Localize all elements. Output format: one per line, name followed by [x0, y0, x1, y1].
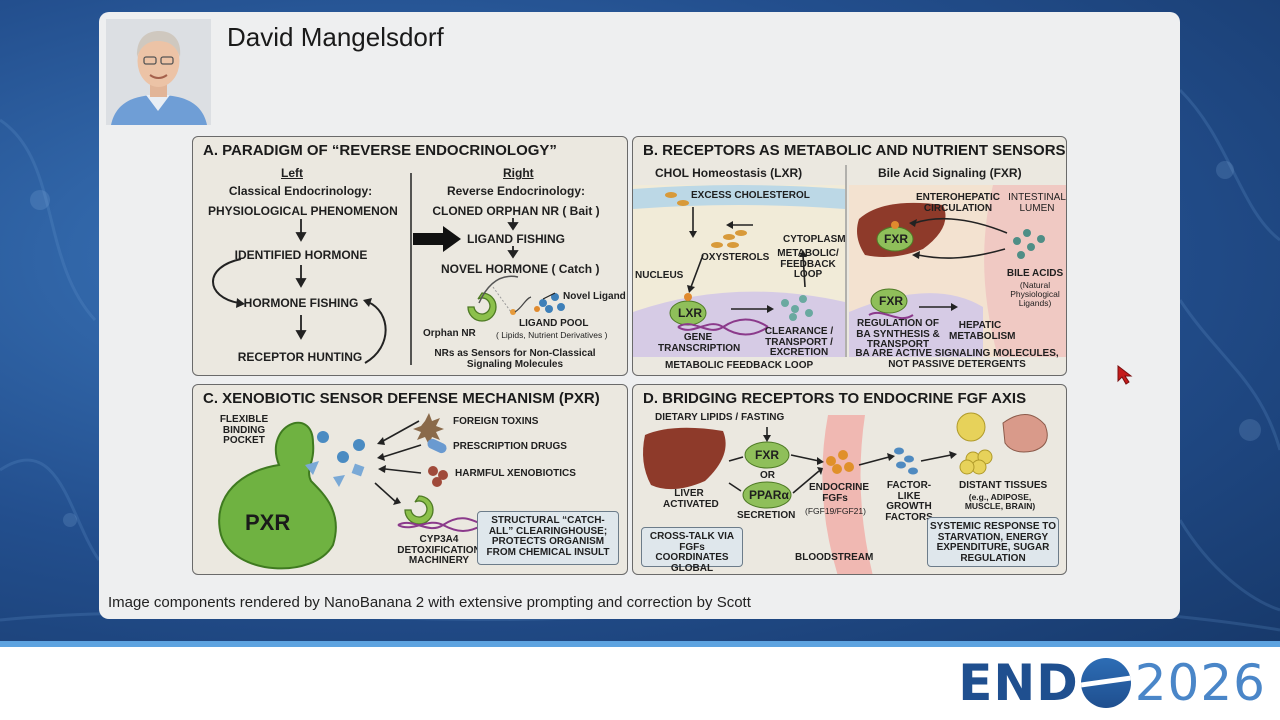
- panel-b-bile-acids: BILE ACIDS: [1006, 268, 1064, 279]
- panel-b-regulation: REGULATION OF BA SYNTHESIS & TRANSPORT: [856, 318, 940, 350]
- presenter-photo: [106, 19, 211, 125]
- panel-a-left-sub: Classical Endocrinology:: [228, 184, 373, 198]
- panel-a-right-sub: Reverse Endocrinology:: [446, 184, 586, 198]
- panel-b-feedback-loop: METABOLIC/ FEEDBACK LOOP: [777, 248, 839, 280]
- panel-b-intestinal-lumen: INTESTINAL LUMEN: [1008, 192, 1066, 214]
- panel-c: C. XENOBIOTIC SENSOR DEFENSE MECHANISM (…: [192, 384, 628, 575]
- endo-logo: END 2026: [958, 654, 1266, 712]
- panel-a-ligand-pool: LIGAND POOL: [519, 318, 589, 329]
- panel-d-bloodstream: BLOODSTREAM: [795, 552, 874, 563]
- panel-d-title: D. BRIDGING RECEPTORS TO ENDOCRINE FGF A…: [643, 390, 1027, 407]
- panel-d-systemic: SYSTEMIC RESPONSE TO STARVATION, ENERGY …: [930, 521, 1056, 564]
- panel-d-fgf-sub: (FGF19/FGF21): [805, 506, 866, 516]
- panel-a-novel-ligand: Novel Ligand: [563, 291, 626, 302]
- panel-a-right-head: Right: [503, 166, 534, 180]
- panel-c-xenobiotics: HARMFUL XENOBIOTICS: [455, 468, 576, 479]
- panel-d-ppar: PPARα: [749, 488, 789, 502]
- panel-c-pocket: FLEXIBLE BINDING POCKET: [219, 414, 269, 446]
- panel-d-distant: DISTANT TISSUES: [959, 480, 1048, 491]
- panel-b-bile-acids-sub: (Natural Physiological Ligands): [1010, 280, 1060, 308]
- panel-b-lxr: LXR: [678, 306, 702, 320]
- panel-b-oxysterols: OXYSTEROLS: [701, 252, 770, 263]
- panel-c-drugs: PRESCRIPTION DRUGS: [453, 441, 567, 452]
- panel-d-endocrine: ENDOCRINE FGFs: [809, 482, 870, 504]
- panel-d-crosstalk-box: CROSS-TALK VIA FGFs COORDINATES GLOBAL M…: [641, 527, 743, 574]
- footer-stripe: [0, 641, 1280, 647]
- panel-b-cytoplasm: CYTOPLASM: [783, 234, 846, 245]
- figure-caption: Image components rendered by NanoBanana …: [108, 594, 751, 611]
- panel-a-left-item: HORMONE FISHING: [243, 296, 359, 310]
- panel-a: A. PARADIGM OF “REVERSE ENDOCRINOLOGY”: [192, 136, 628, 376]
- panel-b-left-sub: CHOL Homeostasis (LXR): [655, 166, 803, 180]
- panel-a-left-item: PHYSIOLOGICAL PHENOMENON: [208, 204, 398, 218]
- presenter-name: David Mangelsdorf: [227, 22, 444, 52]
- panel-a-arrows: [212, 173, 565, 365]
- panel-b-right-sub: Bile Acid Signaling (FXR): [878, 166, 1022, 180]
- panel-d-or: OR: [760, 470, 775, 481]
- panel-d-distant-sub: (e.g., ADIPOSE, MUSCLE, BRAIN): [964, 492, 1036, 511]
- panel-a-left-head: Left: [281, 166, 303, 180]
- panel-b-hepatic: HEPATIC METABOLISM: [949, 320, 1016, 342]
- panel-b: B. RECEPTORS AS METABOLIC AND NUTRIENT S…: [632, 136, 1067, 376]
- panel-b-illustration: [633, 165, 1066, 357]
- panel-b-nucleus: NUCLEUS: [635, 270, 684, 281]
- panel-d: D. BRIDGING RECEPTORS TO ENDOCRINE FGF A…: [632, 384, 1067, 575]
- panel-a-right-item: NOVEL HORMONE ( Catch ): [441, 262, 600, 276]
- logo-globe-icon: [1080, 658, 1131, 708]
- mouse-cursor-icon: [1117, 365, 1133, 385]
- panel-d-systemic-box: SYSTEMIC RESPONSE TO STARVATION, ENERGY …: [927, 517, 1059, 567]
- panel-c-note: STRUCTURAL “CATCH-ALL” CLEARINGHOUSE; PR…: [486, 515, 610, 558]
- panel-b-fxr-nucleus: FXR: [879, 294, 903, 308]
- panel-d-dietary: DIETARY LIPIDS / FASTING: [655, 412, 785, 423]
- logo-year: 2026: [1134, 654, 1266, 712]
- panel-b-enterohepatic: ENTEROHEPATIC CIRCULATION: [915, 192, 1001, 214]
- panel-a-ligand-pool-sub: ( Lipids, Nutrient Derivatives ): [496, 330, 608, 340]
- panel-b-excess-cholesterol: EXCESS CHOLESTEROL: [691, 190, 810, 201]
- panel-a-right-item: LIGAND FISHING: [467, 232, 565, 246]
- panel-c-pxr: PXR: [245, 510, 291, 535]
- panel-d-secretion: SECRETION: [737, 510, 796, 521]
- panel-c-toxins: FOREIGN TOXINS: [453, 416, 539, 427]
- scientific-figure: A. PARADIGM OF “REVERSE ENDOCRINOLOGY”: [192, 136, 1068, 576]
- logo-wordmark: END: [958, 654, 1133, 712]
- panel-c-note-box: STRUCTURAL “CATCH-ALL” CLEARINGHOUSE; PR…: [477, 511, 619, 565]
- panel-c-illustration: [218, 413, 484, 570]
- panel-a-right-item: CLONED ORPHAN NR ( Bait ): [432, 204, 600, 218]
- panel-a-title: A. PARADIGM OF “REVERSE ENDOCRINOLOGY”: [203, 142, 557, 159]
- panel-b-metabolic-feedback: METABOLIC FEEDBACK LOOP: [665, 360, 814, 371]
- panel-a-orphan-nr: Orphan NR: [423, 328, 476, 339]
- panel-a-left-item: RECEPTOR HUNTING: [237, 350, 363, 364]
- panel-c-cyp: CYP3A4 DETOXIFICATION MACHINERY: [397, 534, 481, 566]
- slide-footer: END 2026: [0, 641, 1280, 720]
- panel-d-illustration: [643, 412, 1048, 574]
- panel-b-clearance: CLEARANCE / TRANSPORT / EXCRETION: [764, 326, 834, 358]
- panel-b-title: B. RECEPTORS AS METABOLIC AND NUTRIENT S…: [643, 142, 1066, 159]
- panel-b-footer: BA ARE ACTIVE SIGNALING MOLECULES, NOT P…: [855, 348, 1059, 370]
- panel-d-factor: FACTOR-LIKE GROWTH FACTORS: [885, 480, 933, 523]
- panel-d-liver: LIVER ACTIVATED: [663, 488, 719, 510]
- panel-d-crosstalk: CROSS-TALK VIA FGFs COORDINATES GLOBAL M…: [649, 531, 735, 574]
- panel-b-fxr-liver: FXR: [884, 232, 908, 246]
- logo-end-text: END: [958, 654, 1079, 712]
- panel-c-title: C. XENOBIOTIC SENSOR DEFENSE MECHANISM (…: [203, 390, 600, 407]
- panel-a-footer: NRs as Sensors for Non-Classical Signali…: [434, 348, 596, 370]
- panel-a-left-item: IDENTIFIED HORMONE: [234, 248, 368, 262]
- panel-b-gene-transcription: GENE TRANSCRIPTION: [658, 332, 741, 354]
- panel-d-fxr: FXR: [755, 448, 779, 462]
